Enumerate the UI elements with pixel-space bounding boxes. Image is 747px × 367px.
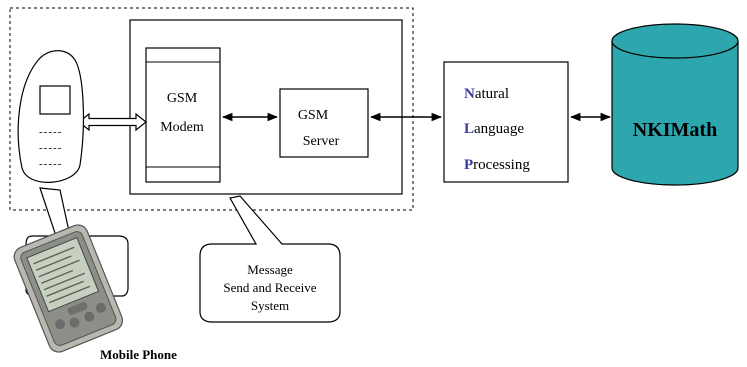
database-label: NKIMath xyxy=(633,119,717,141)
phone-screen xyxy=(39,85,71,115)
phone-icon: ----- ----- ----- xyxy=(17,50,85,183)
server-label-line2: Server xyxy=(303,134,340,149)
pda-device-image xyxy=(13,224,124,353)
nlp-initial-p: P xyxy=(464,157,473,173)
nlp-rest-1: atural xyxy=(475,86,509,102)
nlp-line-2: Language xyxy=(464,121,524,137)
gsm-modem-box: GSM Modem xyxy=(145,47,221,183)
phone-keypad-row-3: ----- xyxy=(39,158,62,170)
nlp-line-3: Processing xyxy=(464,157,530,173)
nlp-initial-l: L xyxy=(464,121,474,137)
nlp-line-1: Natural xyxy=(464,86,509,102)
system-boundary xyxy=(9,7,414,211)
callout-line-1: Message xyxy=(247,262,293,277)
nlp-rest-2: anguage xyxy=(474,121,524,137)
gsm-server-box: GSM Server xyxy=(279,88,369,158)
modem-label-line2: Modem xyxy=(160,120,204,135)
nkimath-database: NKIMath xyxy=(611,23,739,186)
arrow-phone-modem xyxy=(78,112,147,132)
modem-label-line1: GSM xyxy=(167,91,198,106)
callout-message-system xyxy=(199,195,341,323)
phone-keypad-row-1: ----- xyxy=(39,126,62,138)
phone-keypad-row-2: ----- xyxy=(39,142,62,154)
nlp-initial-n: N xyxy=(464,86,475,102)
callout-line-3: System xyxy=(251,298,289,313)
device-caption: Mobile Phone xyxy=(100,347,177,362)
nlp-box: Natural Language Processing xyxy=(443,61,569,183)
server-label-line1: GSM xyxy=(298,108,329,123)
nlp-rest-3: rocessing xyxy=(473,157,530,173)
callout-line-2: Send and Receive xyxy=(223,280,316,295)
